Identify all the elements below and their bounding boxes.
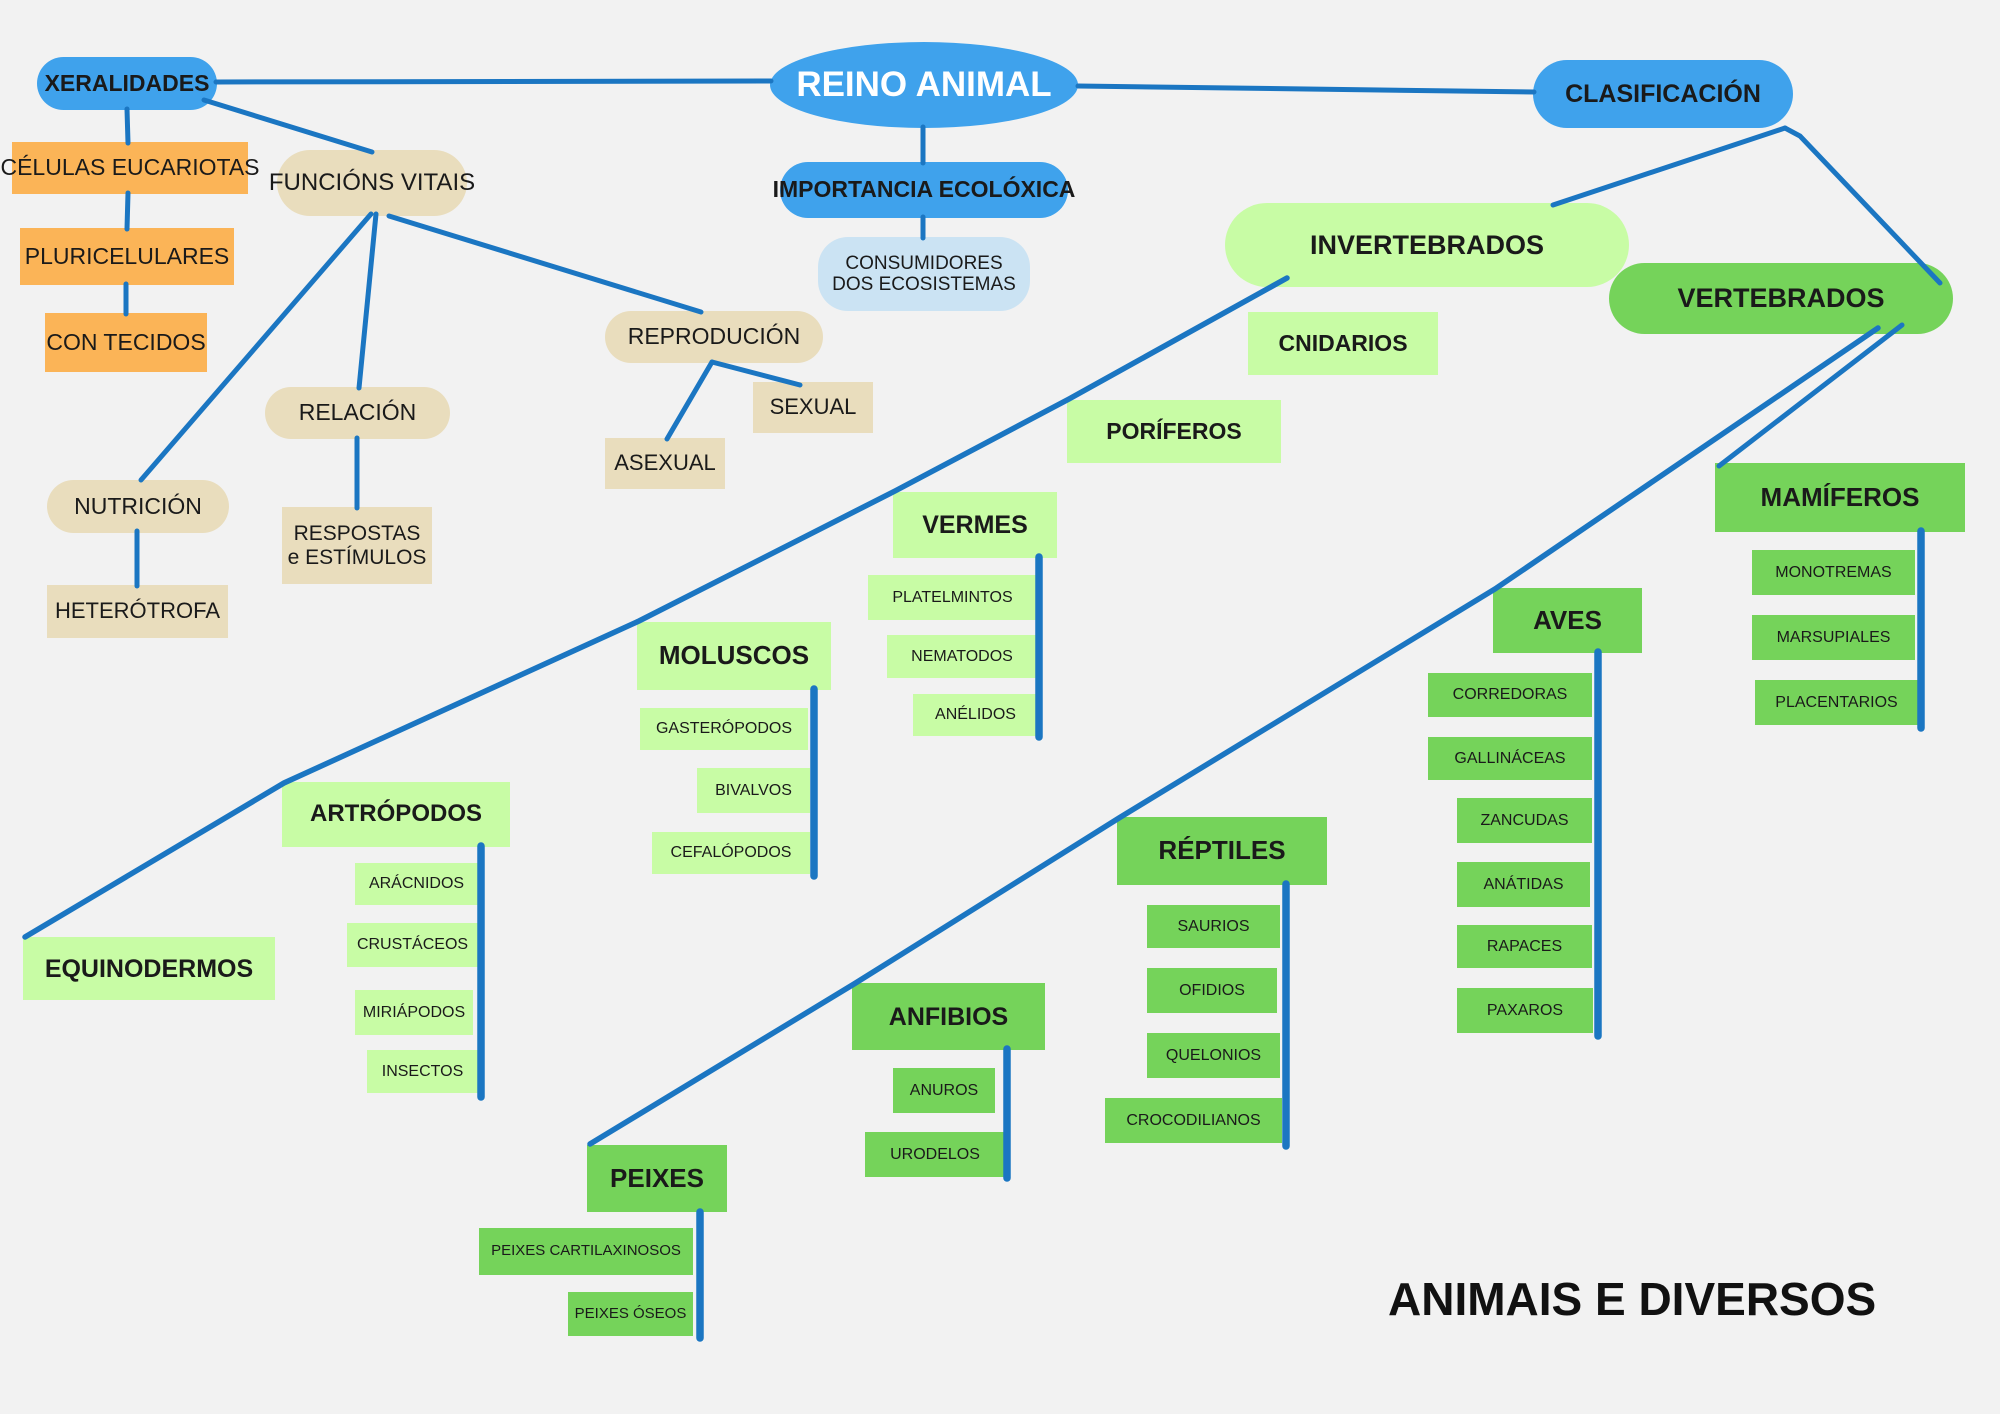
node-urodelos: URODELOS	[865, 1132, 1005, 1177]
node-marsupiales: MARSUPIALES	[1752, 615, 1915, 660]
node-reproducion: REPRODUCIÓN	[605, 311, 823, 363]
node-monotremas: MONOTREMAS	[1752, 550, 1915, 595]
node-sexual: SEXUAL	[753, 382, 873, 433]
node-platelmintos: PLATELMINTOS	[868, 575, 1037, 620]
map-title: ANIMAIS E DIVERSOS	[1388, 1273, 1877, 1325]
node-equinodermos: EQUINODERMOS	[23, 937, 275, 1000]
node-artropodos: ARTRÓPODOS	[282, 782, 510, 847]
node-zancudas: ZANCUDAS	[1457, 798, 1592, 843]
edge-clasificacion-vertebrados	[1782, 125, 1943, 286]
node-invertebrados: INVERTEBRADOS	[1225, 203, 1629, 287]
edge-reproducion-asexual	[664, 359, 715, 442]
edge-reino-clasificacion	[1075, 83, 1537, 95]
node-vermes: VERMES	[893, 492, 1057, 558]
node-xeralidades: XERALIDADES	[37, 57, 217, 110]
node-crocodilianos: CROCODILIANOS	[1105, 1098, 1282, 1143]
node-ofidios: OFIDIOS	[1147, 968, 1277, 1013]
node-peixes-oseos: PEIXES ÓSEOS	[568, 1292, 693, 1336]
node-gallinaceas: GALLINÁCEAS	[1428, 737, 1592, 780]
edge-funcions-reproducion	[386, 213, 704, 315]
node-moluscos: MOLUSCOS	[637, 622, 831, 690]
node-aves: AVES	[1493, 588, 1642, 653]
node-peixes-cartilaxinosos: PEIXES CARTILAXINOSOS	[479, 1228, 693, 1275]
node-heterotrofa: HETERÓTROFA	[47, 585, 228, 638]
node-corredoras: CORREDORAS	[1428, 673, 1592, 717]
node-anatidas: ANÁTIDAS	[1457, 862, 1590, 907]
node-reptiles: RÉPTILES	[1117, 817, 1327, 885]
node-clasificacion: CLASIFICACIÓN	[1533, 60, 1793, 128]
node-insectos: INSECTOS	[367, 1050, 478, 1093]
node-respostas-estimulos: RESPOSTAS e ESTÍMULOS	[282, 507, 432, 584]
node-celulas-eucariotas: CÉLULAS EUCARIOTAS	[0, 142, 260, 194]
edge-celulas-pluricelulares	[124, 190, 131, 232]
node-consumidores-ecosistemas: CONSUMIDORES DOS ECOSISTEMAS	[818, 237, 1030, 311]
node-reino-animal: REINO ANIMAL	[770, 42, 1078, 128]
node-rapaces: RAPACES	[1457, 925, 1592, 968]
edge-funcions-relacion	[356, 211, 379, 391]
node-crustaceos: CRUSTÁCEOS	[347, 923, 478, 967]
node-aracnidos: ARÁCNIDOS	[355, 863, 478, 905]
node-placentarios: PLACENTARIOS	[1755, 680, 1918, 725]
node-gasteropodos: GASTERÓPODOS	[640, 708, 808, 750]
node-miriapodos: MIRIÁPODOS	[355, 990, 473, 1035]
edge-xeralidades-reino	[213, 78, 774, 85]
edge-clasificacion-invertebrados	[1550, 125, 1788, 208]
node-anuros: ANUROS	[893, 1068, 995, 1113]
node-peixes: PEIXES	[587, 1145, 727, 1212]
node-anfibios: ANFIBIOS	[852, 983, 1045, 1050]
node-cnidarios: CNIDARIOS	[1248, 312, 1438, 375]
node-saurios: SAURIOS	[1147, 905, 1280, 948]
node-asexual: ASEXUAL	[605, 438, 725, 489]
node-relacion: RELACIÓN	[265, 387, 450, 439]
node-mamiferos: MAMÍFEROS	[1715, 463, 1965, 532]
node-vertebrados: VERTEBRADOS	[1609, 263, 1953, 334]
node-nematodos: NEMATODOS	[887, 635, 1037, 678]
node-nutricion: NUTRICIÓN	[47, 480, 229, 533]
edge-xeralidades-celulas	[124, 106, 131, 146]
node-paxaros: PAXAROS	[1457, 988, 1593, 1033]
node-quelonios: QUELONIOS	[1147, 1033, 1280, 1078]
node-bivalvos: BIVALVOS	[697, 768, 810, 813]
node-con-tecidos: CON TECIDOS	[45, 313, 207, 372]
node-cefalopodos: CEFALÓPODOS	[652, 832, 810, 874]
node-anelidos: ANÉLIDOS	[913, 694, 1038, 736]
node-funcions-vitais: FUNCIÓNS VITAIS	[269, 150, 475, 216]
node-pluricelulares: PLURICELULARES	[20, 228, 234, 285]
edge-vertebrados-mamiferos	[1716, 322, 1905, 469]
node-poriferos: PORÍFEROS	[1067, 400, 1281, 463]
node-importancia-ecoloxica: IMPORTANCIA ECOLÓXICA	[773, 162, 1075, 218]
